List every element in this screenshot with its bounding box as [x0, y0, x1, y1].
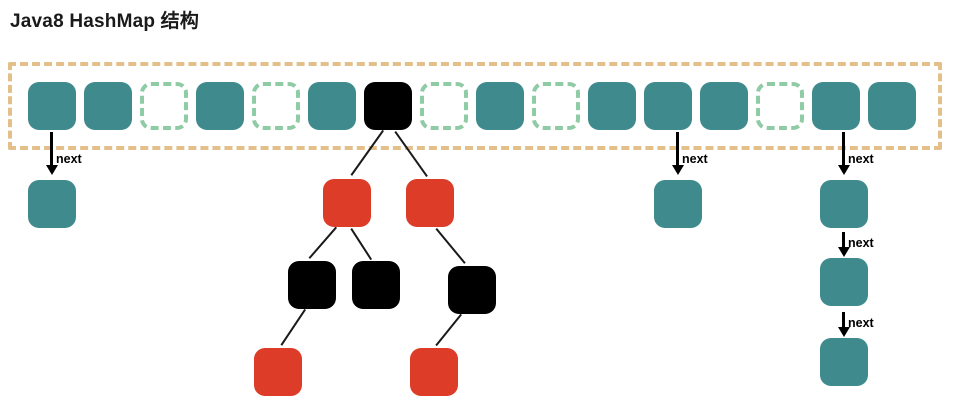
bucket-cell-12[interactable]: [700, 82, 748, 130]
bucket-cell-0[interactable]: [28, 82, 76, 130]
chain-bucket-14-next-arrow-0: [837, 132, 850, 175]
bucket-cell-1[interactable]: [84, 82, 132, 130]
chain-bucket-14-next-label-2: next: [848, 316, 874, 330]
chain-bucket-14-next-label-1: next: [848, 236, 874, 250]
tree-node-n-r[interactable]: [406, 179, 454, 227]
tree-edge-n-rr-to-n-rrl: [435, 313, 462, 346]
tree-edge-n-l-to-n-ll: [308, 226, 337, 259]
chain-bucket-14-node-2[interactable]: [820, 338, 868, 386]
bucket-cell-11[interactable]: [644, 82, 692, 130]
tree-node-n-rr[interactable]: [448, 266, 496, 314]
chain-bucket-14-node-0[interactable]: [820, 180, 868, 228]
chain-bucket-0-node-0[interactable]: [28, 180, 76, 228]
tree-edge-n-l-to-n-lr: [350, 228, 372, 261]
chain-bucket-11-next-arrow-0: [671, 132, 684, 175]
chain-bucket-14-next-arrow-2: [837, 312, 850, 337]
tree-node-n-ll[interactable]: [288, 261, 336, 309]
bucket-cell-15[interactable]: [868, 82, 916, 130]
bucket-cell-7[interactable]: [420, 82, 468, 130]
chain-bucket-14-next-label-0: next: [848, 152, 874, 166]
chain-bucket-14-next-arrow-1: [837, 232, 850, 257]
tree-node-n-rrl[interactable]: [410, 348, 458, 396]
bucket-array-container: [8, 62, 942, 150]
chain-bucket-0-next-arrow-0: [45, 132, 58, 175]
bucket-cell-5[interactable]: [308, 82, 356, 130]
bucket-cell-8[interactable]: [476, 82, 524, 130]
bucket-cell-14[interactable]: [812, 82, 860, 130]
tree-edge-n-ll-to-n-lll: [280, 308, 306, 346]
chain-bucket-0-next-label-0: next: [56, 152, 82, 166]
bucket-cell-9[interactable]: [532, 82, 580, 130]
bucket-cell-4[interactable]: [252, 82, 300, 130]
bucket-cell-13[interactable]: [756, 82, 804, 130]
tree-node-n-lll[interactable]: [254, 348, 302, 396]
tree-node-n-lr[interactable]: [352, 261, 400, 309]
tree-edge-n-r-to-n-rr: [435, 228, 466, 265]
tree-node-n-l[interactable]: [323, 179, 371, 227]
chain-bucket-11-node-0[interactable]: [654, 180, 702, 228]
bucket-cell-10[interactable]: [588, 82, 636, 130]
page-title: Java8 HashMap 结构: [10, 11, 200, 32]
chain-bucket-14-node-1[interactable]: [820, 258, 868, 306]
bucket-cell-3[interactable]: [196, 82, 244, 130]
chain-bucket-11-next-label-0: next: [682, 152, 708, 166]
bucket-cell-6[interactable]: [364, 82, 412, 130]
bucket-cell-2[interactable]: [140, 82, 188, 130]
